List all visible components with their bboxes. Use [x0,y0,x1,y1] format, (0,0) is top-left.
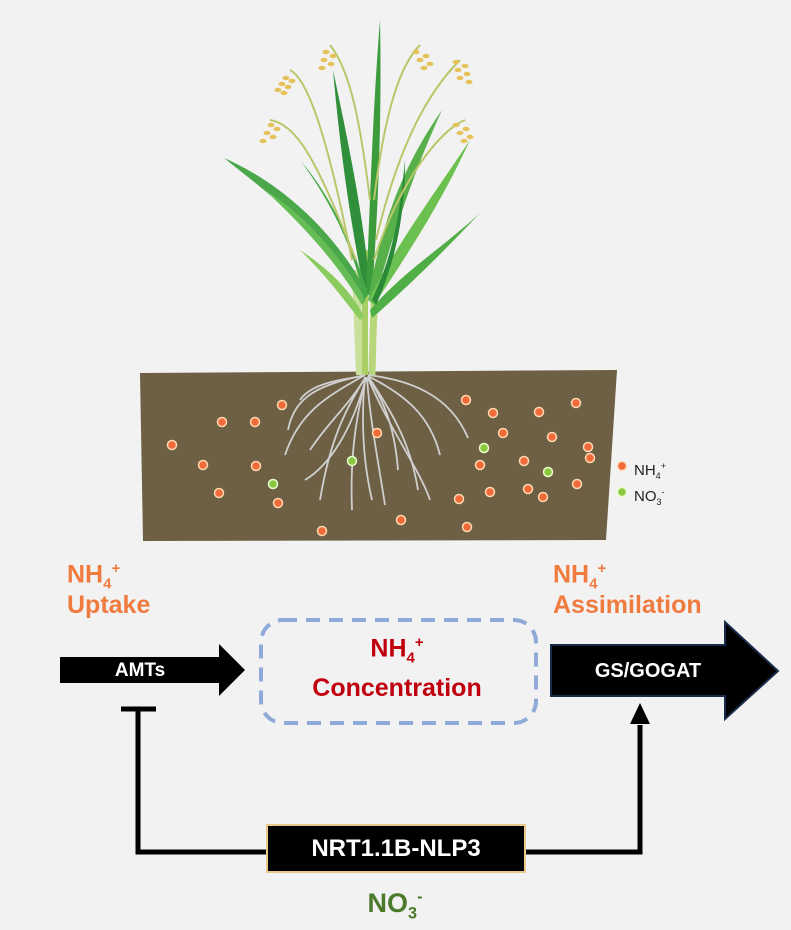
ammonium-dot [197,459,209,471]
gs-gogat-arrow [550,619,780,722]
rice-grain [462,126,470,132]
ammonium-dot [250,460,262,472]
ammonium-dot [166,439,178,451]
concentration-word: Concentration [312,674,482,703]
legend-ammonium: NH4+ [634,457,666,485]
ammonium-dot [484,486,496,498]
rice-grain [465,79,473,85]
legend-nitrate: NO3- [634,483,665,511]
rice-grain [420,65,428,71]
rice-grain [327,61,335,67]
rice-grain [456,130,464,136]
rice-grain [280,90,288,96]
nrt-nlp3-label: NRT1.1B-NLP3 [311,835,481,862]
rice-grain [412,49,420,55]
nitrate-dot [542,466,554,478]
rice-grain [422,53,430,59]
rice-grain [452,122,460,128]
rice-grain [320,57,328,63]
rice-grain [269,134,277,140]
uptake-label: Uptake [67,591,151,619]
nitrate-dot [267,478,279,490]
concentration-label: NH4+ Concentration [262,628,532,703]
ammonium-dot [395,514,407,526]
activation-arrowhead [630,703,650,724]
ammonium-dot [487,407,499,419]
ammonium-dot [461,521,473,533]
rice-plant-icon [224,20,480,376]
rice-grain [456,75,464,81]
rice-grain [318,65,326,71]
rice-grain [452,59,460,65]
amts-arrow [60,644,245,696]
assimilation-label: Assimilation [553,591,702,619]
ammonium-dot [522,483,534,495]
legend-ammonium-label: NH4+ [634,461,666,481]
inhibition-connector [135,710,266,855]
rice-grain [288,78,296,84]
nitrate-signal-label: NO3- [367,888,423,923]
rice-grain [461,63,469,69]
concentration-ion: NH4+ [370,634,424,667]
activation-connector [526,725,643,855]
ammonium-dot [272,497,284,509]
rice-grain [454,67,462,73]
gs-gogat-label: GS/GOGAT [594,660,702,682]
ammonium-dot [371,427,383,439]
nrt-nlp3-box: NRT1.1B-NLP3 [266,824,526,873]
ammonium-dot [570,397,582,409]
rice-grain [282,75,290,81]
rice-grain [322,49,330,55]
rice-grain [259,138,267,144]
ammonium-dot [582,441,594,453]
amts-label: AMTs [114,660,166,681]
nitrate-dot [346,455,358,467]
ammonium-dot [276,399,288,411]
ammonium-dot [518,455,530,467]
uptake-ion-label: NH4+ [67,560,121,593]
rice-grain [416,57,424,63]
ammonium-dot [584,452,596,464]
ammonium-dot [213,487,225,499]
concentration-box [259,618,538,725]
legend-nitrate-label: NO3- [634,487,665,507]
root-system-icon [284,374,469,511]
ammonium-dot [453,493,465,505]
ammonium-dot [460,394,472,406]
nitrate-dot [478,442,490,454]
rice-grain [426,61,434,67]
ammonium-dot [537,491,549,503]
ammonium-dot [249,416,261,428]
rice-grain [263,130,271,136]
rice-grain [278,81,286,87]
ammonium-dot [316,525,328,537]
rice-grain [466,134,474,140]
ammonium-dot [474,459,486,471]
nitrate-dot-icon [616,486,628,498]
rice-grain [274,87,282,93]
rice-grain [463,71,471,77]
rice-grain [329,53,337,59]
ion-dots [166,394,596,537]
rice-grain [267,122,275,128]
assimilation-ion-label: NH4+ [553,560,607,593]
ammonium-dot [216,416,228,428]
ammonium-dot [546,431,558,443]
rice-grain [284,84,292,90]
ammonium-dot [533,406,545,418]
rice-grain [273,126,281,132]
ammonium-dot-icon [616,460,628,472]
ammonium-dot [571,478,583,490]
rice-grain [460,138,468,144]
ammonium-dot [497,427,509,439]
